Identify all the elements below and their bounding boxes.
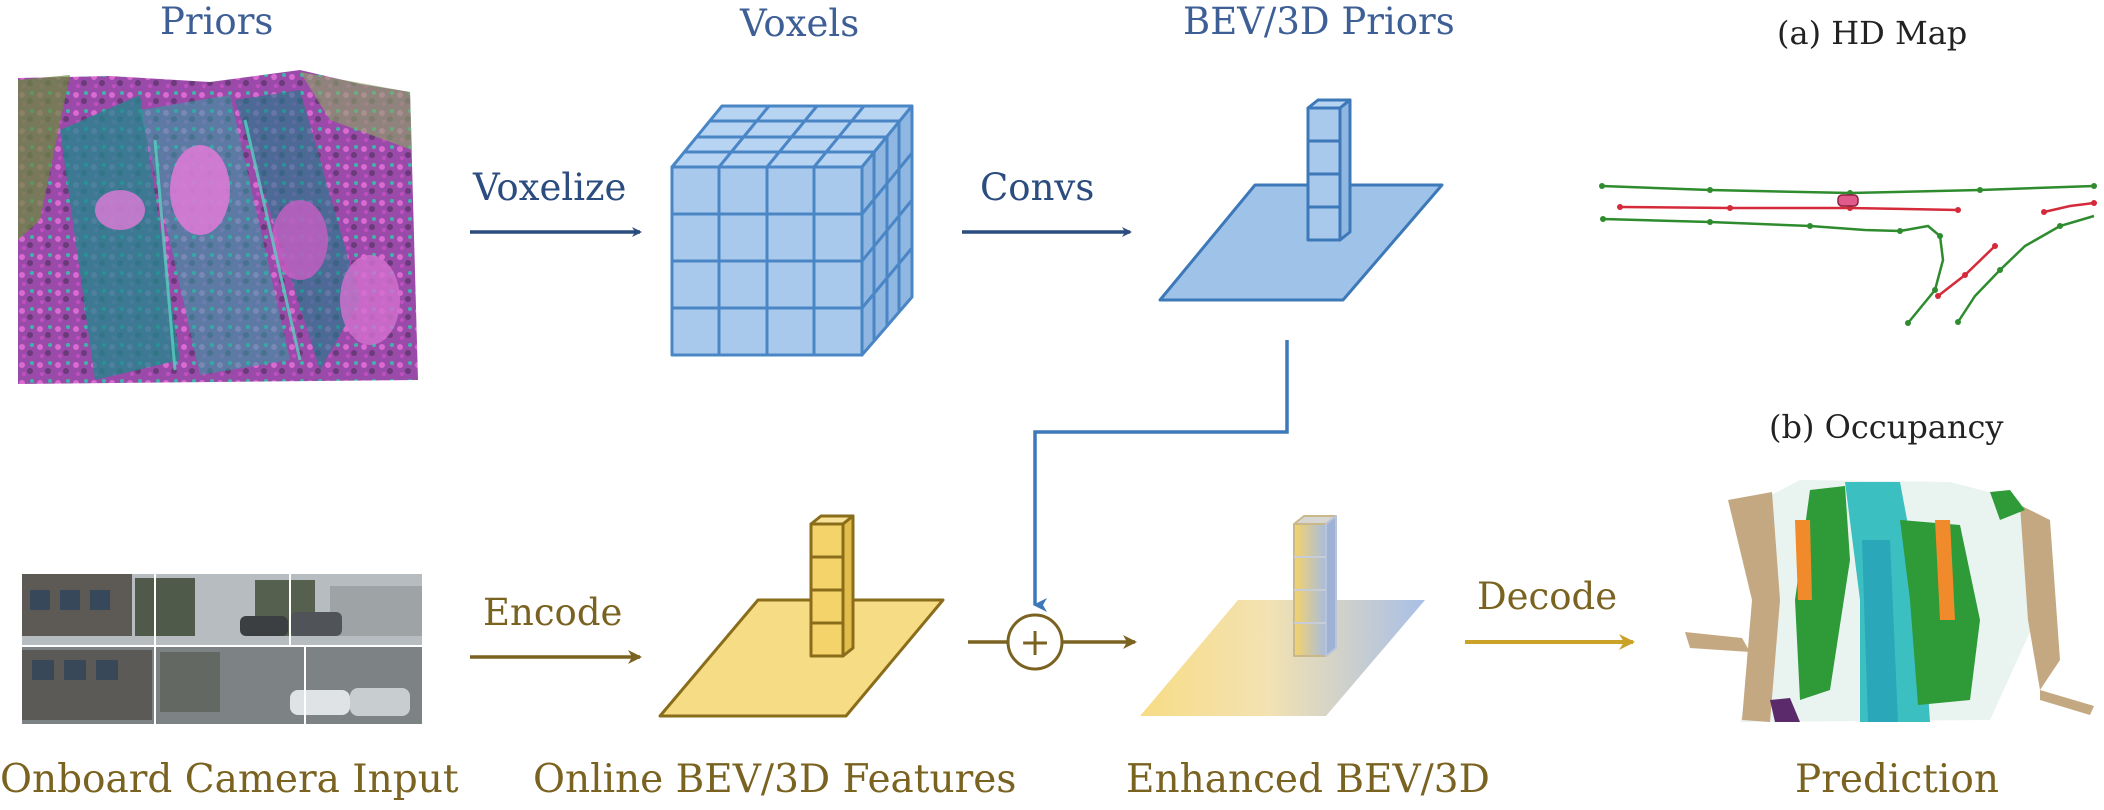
priors-title: Priors xyxy=(160,0,274,43)
encode-label: Encode xyxy=(483,591,623,634)
enhanced-features-plane xyxy=(1140,515,1425,716)
camera-input-title: Onboard Camera Input xyxy=(0,757,459,802)
occupancy-graphic xyxy=(1685,480,2094,722)
online-features-plane xyxy=(658,514,945,718)
bev-priors-title: BEV/3D Priors xyxy=(1183,0,1455,43)
fusion-symbol: + xyxy=(1019,620,1051,664)
convs-label: Convs xyxy=(980,166,1095,209)
prior-injection-connector xyxy=(1033,340,1289,612)
occupancy-label: (b) Occupancy xyxy=(1769,408,2004,446)
voxels-title: Voxels xyxy=(740,2,860,45)
hd-map-graphic xyxy=(1599,183,2097,326)
online-features-title: Online BEV/3D Features xyxy=(533,757,1017,802)
enhanced-title: Enhanced BEV/3D xyxy=(1126,757,1490,802)
priors-point-cloud-image xyxy=(18,70,418,384)
decode-label: Decode xyxy=(1477,575,1618,618)
camera-input-image xyxy=(22,574,422,724)
prediction-title: Prediction xyxy=(1795,757,1999,802)
bev-priors-plane xyxy=(1158,98,1444,302)
hd-map-label: (a) HD Map xyxy=(1777,14,1968,52)
voxel-cube xyxy=(670,104,914,357)
voxelize-label: Voxelize xyxy=(473,166,627,209)
